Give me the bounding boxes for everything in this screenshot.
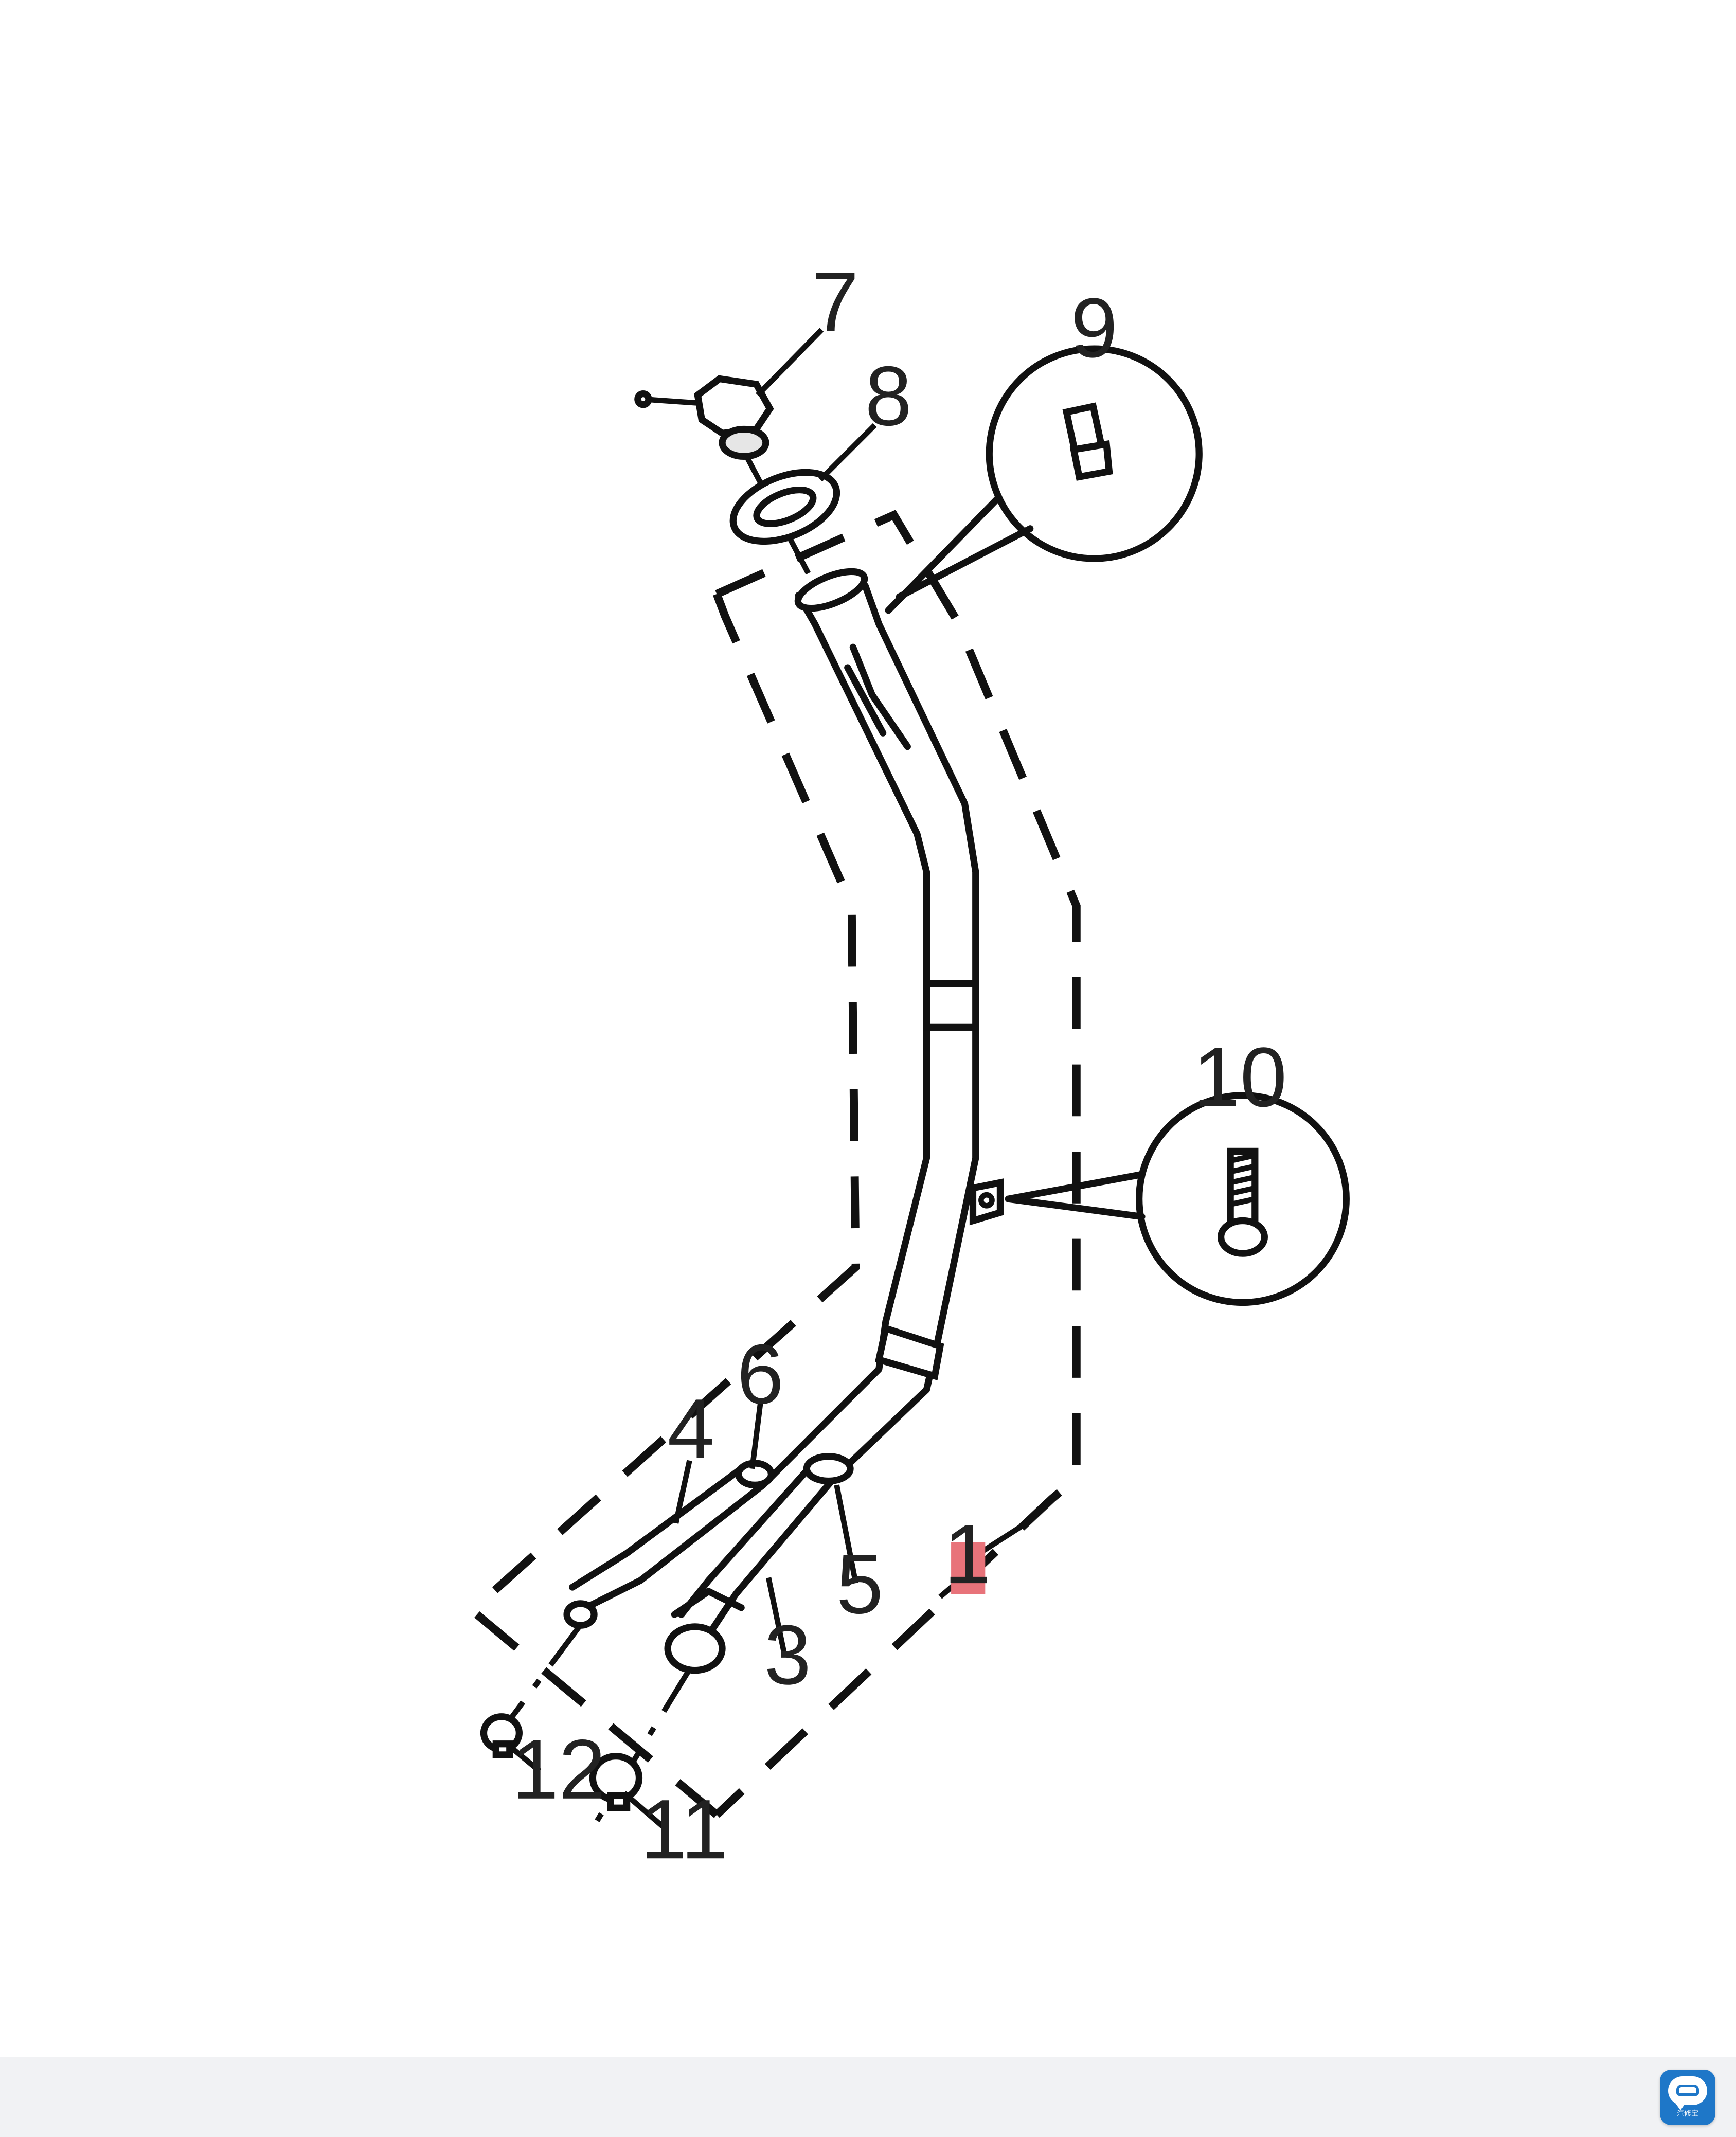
car-chat-icon[interactable]: 汽修宝 xyxy=(1660,2070,1715,2125)
clamp-12 xyxy=(480,1713,523,1758)
filler-pipe xyxy=(563,568,1004,1674)
car-icon xyxy=(1676,2085,1699,2096)
leader-lines xyxy=(505,328,1024,1830)
detail-bolt-9 xyxy=(885,345,1203,614)
callout-9: 9 xyxy=(1071,280,1118,375)
callout-12: 12 xyxy=(512,1722,606,1817)
filler-seal xyxy=(729,469,840,545)
callout-10: 10 xyxy=(1193,1030,1287,1124)
callout-8: 8 xyxy=(865,348,912,443)
callout-3: 3 xyxy=(764,1607,811,1702)
fuel-filler-pipe-diagram: 1 3 4 5 6 7 8 9 10 11 12 xyxy=(474,255,1350,1876)
callout-4: 4 xyxy=(667,1381,714,1476)
app-logo-text: 汽修宝 xyxy=(1677,2110,1698,2118)
assembly-outline xyxy=(474,510,1081,1818)
clamp-11 xyxy=(589,1752,643,1811)
filler-cap xyxy=(634,375,774,460)
callout-1-highlight xyxy=(951,1542,986,1594)
callout-11: 11 xyxy=(640,1782,728,1876)
callout-5: 5 xyxy=(836,1536,883,1631)
callout-7: 7 xyxy=(812,255,858,349)
chat-bubble-icon xyxy=(1668,2076,1707,2110)
detail-stud-10 xyxy=(1005,1092,1350,1306)
callout-6: 6 xyxy=(737,1326,784,1421)
callout-1: 1 xyxy=(944,1506,991,1601)
footer-bar: 汽修宝 xyxy=(0,2057,1736,2137)
